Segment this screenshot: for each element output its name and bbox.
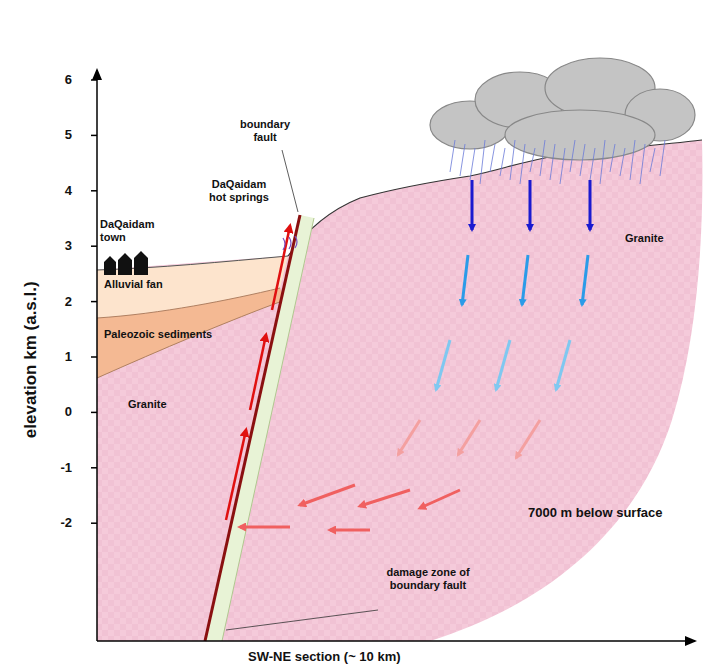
town-label: DaQaidam town: [100, 218, 164, 243]
zone-label: damage zone of boundary fault: [380, 566, 476, 591]
rock-label: Granite: [128, 398, 167, 411]
axis-title: elevation km (a.s.l.): [20, 282, 40, 439]
tick-label: 1: [65, 350, 72, 365]
spring-label: DaQaidam hot springs: [206, 178, 272, 203]
layer-label: Alluvial fan: [104, 278, 163, 291]
tick-label: -2: [60, 516, 72, 531]
tick-label: 2: [65, 295, 72, 310]
depth-label: 7000 m below surface: [528, 506, 662, 521]
tick-label: 5: [65, 128, 72, 143]
tick-label: 3: [65, 239, 72, 254]
tick-label: 4: [65, 184, 72, 199]
axis-title: SW-NE section (~ 10 km): [248, 650, 401, 665]
tick-label: 0: [65, 405, 72, 420]
rock-label: Granite: [625, 232, 664, 245]
fault-label: boundary fault: [234, 118, 296, 143]
tick-label: 6: [65, 73, 72, 88]
layer-label: Paleozoic sediments: [104, 328, 212, 341]
tick-label: -1: [60, 461, 72, 476]
